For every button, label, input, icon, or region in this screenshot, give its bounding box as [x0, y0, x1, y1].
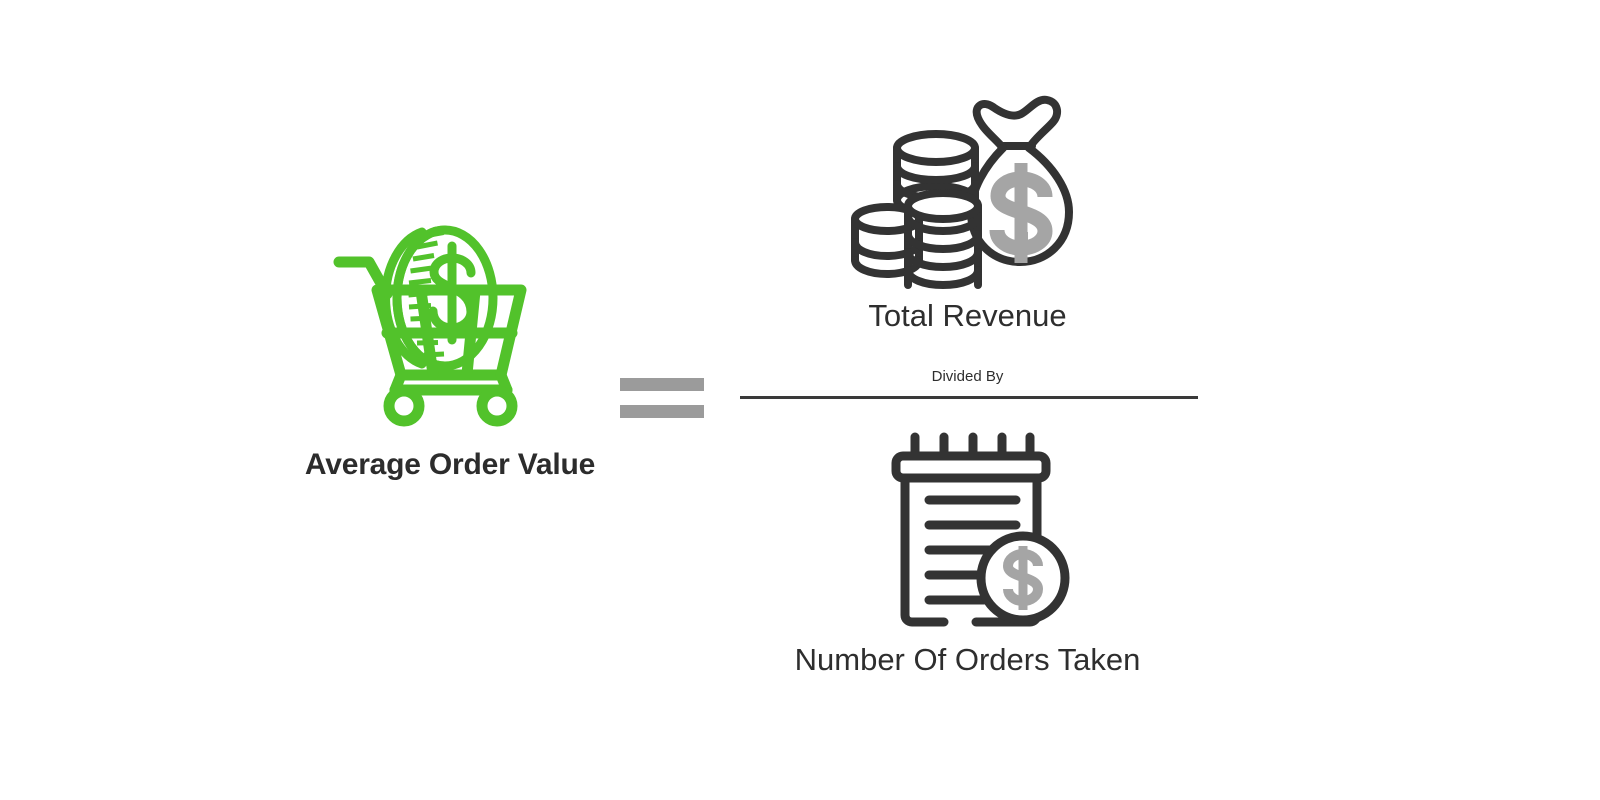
numerator-total-revenue: Total Revenue [735, 90, 1200, 350]
number-of-orders-taken-label: Number Of Orders Taken [794, 642, 1141, 677]
total-revenue-label: Total Revenue [868, 298, 1067, 333]
fraction-block: Total Revenue Divided By [735, 90, 1200, 700]
fraction-divider-line [740, 396, 1198, 399]
average-order-value-block: Average Order Value [300, 190, 600, 500]
equals-bar-bottom [620, 405, 704, 418]
average-order-value-label: Average Order Value [304, 448, 596, 481]
coins-and-money-bag-icon [845, 90, 1095, 289]
shopping-cart-with-coin-icon [325, 190, 545, 430]
divided-by-label: Divided By [931, 368, 1004, 385]
equals-sign [620, 378, 704, 418]
receipt-invoice-with-coin-icon [858, 420, 1078, 635]
equals-bar-top [620, 378, 704, 391]
denominator-number-of-orders: Number Of Orders Taken [735, 420, 1200, 700]
